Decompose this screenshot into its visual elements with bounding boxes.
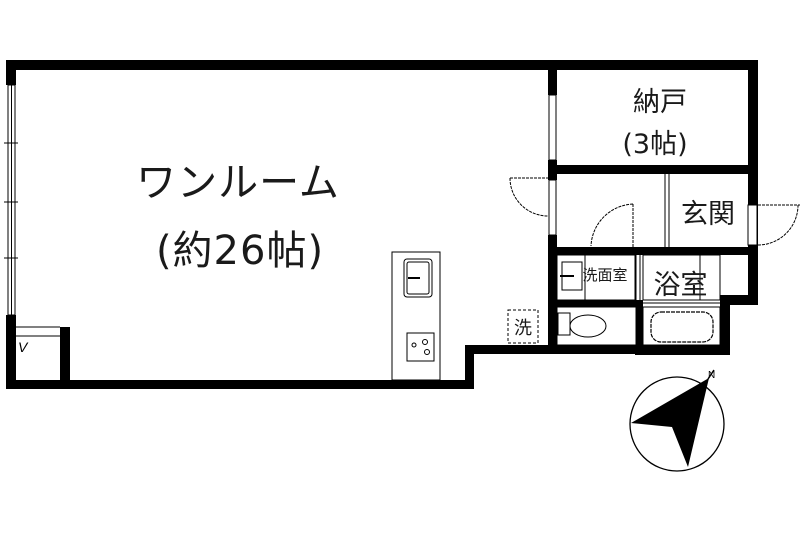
storage-room-name: 納戸 [633,87,687,118]
entrance-label: 玄関 [681,199,735,230]
toilet [557,312,607,338]
storage-window [548,94,557,161]
main-room-size: (約26帖) [155,228,325,274]
compass [629,369,725,472]
main-room-name: ワンルーム [136,160,340,206]
washroom-label: 洗面室 [582,266,628,284]
compass-north-label: N [708,370,715,381]
window-left [4,84,18,316]
door-swing-entrance [757,204,800,246]
bathtub [650,311,714,343]
storage-room-size: (3帖) [622,129,688,160]
bathroom-label: 浴室 [653,270,708,301]
washbasin [560,261,583,291]
door-swing-washroom [590,203,634,248]
washing-machine-label: 洗 [514,318,532,339]
door-swing-hall [509,177,549,217]
washing-machine-space [507,309,539,344]
walls [6,60,758,389]
kitchen-counter [391,251,441,381]
refrigerator-space [16,326,60,337]
refrigerator-mark: V [18,339,29,355]
